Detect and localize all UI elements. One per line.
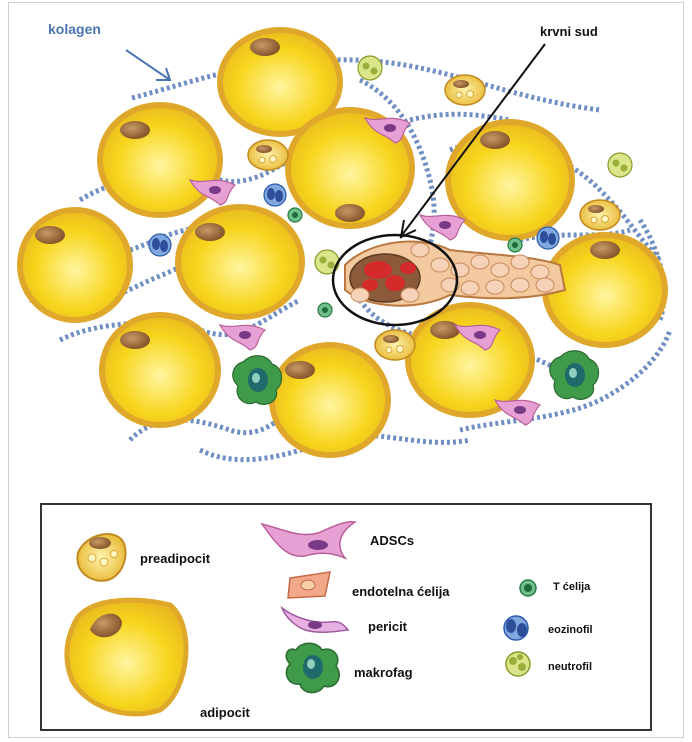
adipocyte-cell (102, 315, 218, 425)
eosinophil-cell (264, 184, 286, 206)
preadipocyte-cell (248, 140, 288, 170)
adipocyte-cell (408, 305, 532, 415)
adsc-cell (420, 215, 465, 240)
t-cell (508, 238, 522, 252)
adipocyte-nucleus (335, 204, 365, 222)
eosinophil-icon (504, 616, 528, 640)
adipocyte-cell (272, 345, 388, 455)
legend-pericyte: pericit (368, 619, 408, 634)
blood-vessel-label: krvni sud (540, 24, 598, 39)
neutrophil-cell (608, 153, 632, 177)
adipocyte-cell (178, 207, 302, 317)
collagen-label: kolagen (48, 21, 101, 37)
collagen-arrow (126, 50, 170, 80)
preadipocyte-cell (375, 330, 415, 360)
legend-eosinophil: eozinofil (548, 624, 593, 636)
neutrophil-cell (358, 56, 382, 80)
macrophage-cell (233, 356, 282, 405)
adipocyte-nucleus (195, 223, 225, 241)
legend-neutrophil: neutrofil (548, 661, 592, 673)
neutrophil-icon (506, 652, 530, 676)
adsc-cell (220, 325, 265, 350)
adipocyte-nucleus (285, 361, 315, 379)
adipocyte-nucleus (430, 321, 460, 339)
adipocyte-cell (100, 105, 220, 215)
t-cell (288, 208, 302, 222)
adipocyte-cell (20, 210, 130, 320)
adipocyte-nucleus (120, 121, 150, 139)
adipocyte-nucleus (480, 131, 510, 149)
macrophage-cell (550, 351, 599, 400)
legend-adscs: ADSCs (370, 533, 414, 548)
preadipocyte-cell (580, 200, 620, 230)
legend-endothelial: endotelna ćelija (352, 584, 450, 599)
legend-adipocyte: adipocit (200, 705, 251, 720)
legend-macrophage: makrofag (354, 665, 413, 680)
t-cell-icon (520, 580, 536, 596)
adipocyte-nucleus (120, 331, 150, 349)
adipocyte-nucleus (35, 226, 65, 244)
preadipocyte-cell (445, 75, 485, 105)
adipocyte-nucleus (590, 241, 620, 259)
t-cell (318, 303, 332, 317)
adipocyte-nucleus (250, 38, 280, 56)
adipocyte-cell (448, 122, 572, 238)
eosinophil-cell (149, 234, 171, 256)
adipocyte-icon (67, 600, 186, 714)
eosinophil-cell (537, 227, 559, 249)
legend-t-cell: T ćelija (553, 581, 591, 593)
legend-preadipocyte: preadipocit (140, 551, 211, 566)
